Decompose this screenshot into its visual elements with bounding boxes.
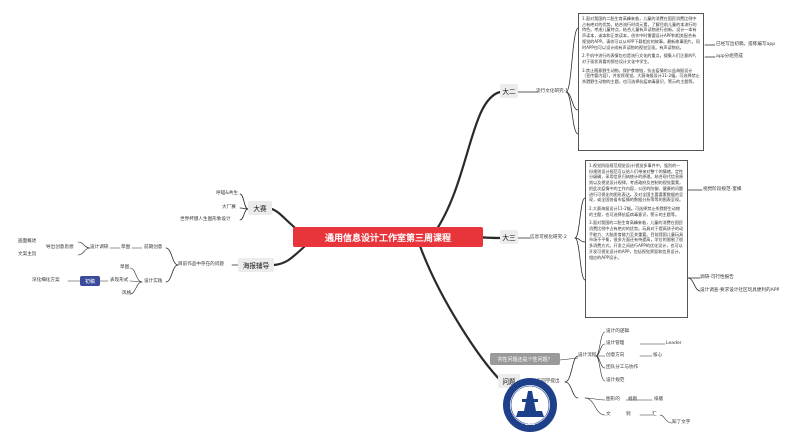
problem-callout[interactable]: 共性问题还是个性问题？ [490, 353, 560, 365]
d3-detail-3: 3.面对我国的二胎生育高峰来临，儿童的消费在国民消费比例中占有绝对的优势。玩具对… [589, 220, 684, 260]
seaport-b3[interactable]: 风格 [122, 291, 132, 296]
problem-item-2[interactable]: 设计管理 [606, 341, 625, 346]
seaport-b2[interactable]: 表现形式 [110, 278, 129, 283]
branch-d3[interactable]: 大三 [500, 230, 518, 244]
d2-detail-3: 3.禁止随意野生动物，保护食物链，抗击疫情的公益海报设计（宣传要内容），并发挥视… [582, 67, 700, 85]
seaport-a[interactable]: 前期创意 [144, 245, 163, 250]
problem-group[interactable]: 设计流程 [578, 353, 597, 358]
branch-seaport-label: 海报辅导 [242, 262, 270, 270]
seaport-tag-left[interactable]: 深化细化方案 [32, 278, 60, 283]
seaport-a2[interactable]: 设计调研 [90, 245, 109, 250]
seaport-a5[interactable]: 文案主旨 [18, 252, 37, 257]
problem-bottom-6[interactable]: 汇 [652, 412, 657, 417]
seaport-tag[interactable]: 初稿 [80, 276, 100, 286]
problem-bottom-7[interactable]: 知了文字 [672, 420, 691, 425]
d3-detail-box[interactable]: 1.视觉阶段规范视觉设计/视觉多事件中。强烈的一份规则设计规范可以给人们带来对整… [585, 160, 688, 318]
problem-leader[interactable]: Leader [666, 341, 682, 346]
d3-subtopic[interactable]: 信息可视化研究-2 [530, 235, 567, 240]
d2-detail-2: 2.手机中流行的表情包也是流行文化的重点。搜集人们注意的P，对于现状再看的那些设… [582, 53, 699, 64]
problem-subtopic[interactable]: 大二同学提出 [532, 379, 560, 384]
d2-note-1[interactable]: 已经写出初稿，提练编写app [716, 42, 776, 47]
d3-detail-2: 2.大赛海报设计11-2幅。可选择禁止杀戮野生动物的主题，也可选择抗疫病毒意识，… [589, 205, 680, 217]
problem-bottom-4[interactable]: 文 [606, 412, 611, 417]
seaport-a3[interactable]: 导出创意思想 [46, 245, 74, 250]
d3-detail-1: 1.视觉阶段规范视觉设计/视觉多事件中。强烈的一份规则设计规范可以给人们带来对整… [589, 163, 684, 203]
branch-d2-label: 大二 [502, 88, 516, 96]
d2-subtopic[interactable]: 流行文化研究-1 [536, 89, 569, 94]
problem-item-1[interactable]: 设计的逻辑 [606, 329, 629, 334]
seaport-a4[interactable]: 画面概述 [18, 239, 37, 244]
problem-item-5[interactable]: 设计规范 [606, 378, 625, 383]
problem-callout-label: 共性问题还是个性问题？ [497, 356, 553, 363]
contest-item-3[interactable]: 世界杯颁人生图形象设计 [180, 217, 231, 222]
d2-detail-1: 1.面对我国的二胎生育高峰来临，儿童的消费在国民消费比例中占有绝对的优势。结合流… [582, 16, 700, 50]
d2-note-2[interactable]: app分组完成 [716, 54, 744, 59]
contest-item-2[interactable]: 大厂赛 [222, 205, 236, 210]
problem-bottom-1[interactable]: 图形的 [606, 397, 620, 402]
problem-item-4[interactable]: 团队分工与协作 [606, 365, 639, 370]
link-root-d2 [433, 90, 502, 234]
contest-item-1[interactable]: 呼喵&共生 [216, 191, 238, 196]
root-topic-label: 通用信息设计工作室第三周课程 [324, 233, 451, 244]
branch-seaport[interactable]: 海报辅导 [238, 258, 274, 272]
link-root-seaport [272, 244, 307, 267]
problem-bottom-3[interactable]: 排版 [654, 397, 664, 402]
branch-contest[interactable]: 大赛 [248, 201, 272, 215]
university-seal-logo: 1956 [503, 378, 557, 432]
seaport-subtopic[interactable]: 目前作品中存在的问题 [178, 262, 224, 267]
branch-d2[interactable]: 大二 [500, 84, 518, 98]
d2-detail-box[interactable]: 1.面对我国的二胎生育高峰来临，儿童的消费在国民消费比例中占有绝对的优势。结合流… [578, 13, 704, 151]
d3-note-3[interactable]: 设计调查-要求设计社区玩具便利的APP [700, 288, 780, 293]
branch-d3-label: 大三 [502, 234, 516, 242]
root-topic[interactable]: 通用信息设计工作室第三周课程 [293, 227, 483, 247]
problem-bottom-5[interactable]: 到 [626, 412, 631, 417]
branch-contest-label: 大赛 [253, 205, 267, 213]
seaport-b1[interactable]: 草图 [120, 265, 130, 270]
seal-year: 1956 [525, 422, 536, 426]
seaport-b[interactable]: 设计实践 [144, 279, 163, 284]
d3-note-2[interactable]: 调研-可行性报告 [700, 275, 734, 280]
branch-problem-label: 问题 [502, 378, 516, 386]
problem-core[interactable]: 核心 [653, 353, 663, 358]
problem-item-3[interactable]: 创意方向 [606, 353, 625, 358]
seaport-tag-label: 初稿 [84, 278, 95, 285]
d3-note-1[interactable]: 视觉阶段规范-蜜蜂 [703, 187, 742, 192]
problem-bottom-2[interactable]: 规则 [628, 397, 638, 402]
link-root-problem [418, 244, 504, 384]
seaport-a1[interactable]: 草图 [121, 245, 131, 250]
